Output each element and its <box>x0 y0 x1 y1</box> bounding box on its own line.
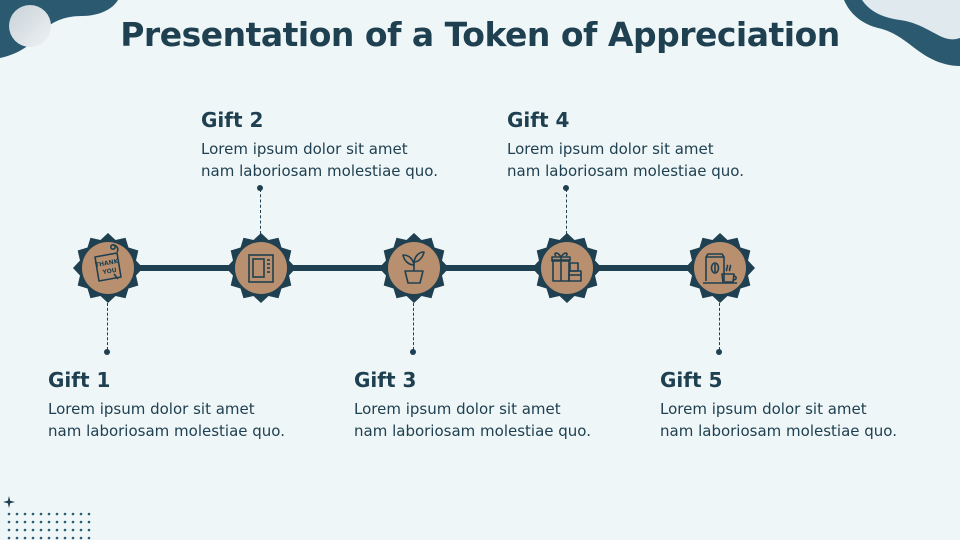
connector-gift-3 <box>413 303 414 350</box>
gift-3-badge <box>379 233 449 303</box>
thank-you-card-icon <box>94 244 122 282</box>
svg-text:THANK: THANK <box>95 258 120 269</box>
top-left-circle-decoration <box>9 5 51 47</box>
connector-dot-gift-3 <box>410 349 416 355</box>
connector-gift-1 <box>107 303 108 350</box>
gift-4-badge <box>532 233 602 303</box>
connector-gift-5 <box>719 303 720 350</box>
dot-grid-decoration <box>7 512 91 540</box>
gift-5-badge <box>685 233 755 303</box>
gift-5-title: Gift 5 <box>660 368 723 392</box>
gift-1-title: Gift 1 <box>48 368 111 392</box>
gift-4-title: Gift 4 <box>507 108 570 132</box>
connector-dot-gift-4 <box>563 185 569 191</box>
gift-1-badge: THANK YOU <box>73 233 143 303</box>
book-icon <box>248 254 274 283</box>
gift-2-badge <box>226 233 296 303</box>
svg-text:YOU: YOU <box>101 267 117 277</box>
connector-gift-4 <box>566 189 567 234</box>
sparkle-icon <box>3 496 15 508</box>
connector-gift-2 <box>260 189 261 234</box>
slide-title: Presentation of a Token of Appreciation <box>120 15 840 54</box>
gift-3-title: Gift 3 <box>354 368 417 392</box>
connector-dot-gift-5 <box>716 349 722 355</box>
connector-dot-gift-2 <box>257 185 263 191</box>
gift-2-title: Gift 2 <box>201 108 264 132</box>
top-right-blob-decoration <box>844 0 960 66</box>
gift-boxes-icon <box>551 252 582 282</box>
plant-pot-icon <box>402 251 425 284</box>
connector-dot-gift-1 <box>104 349 110 355</box>
coffee-package-icon <box>703 253 737 284</box>
